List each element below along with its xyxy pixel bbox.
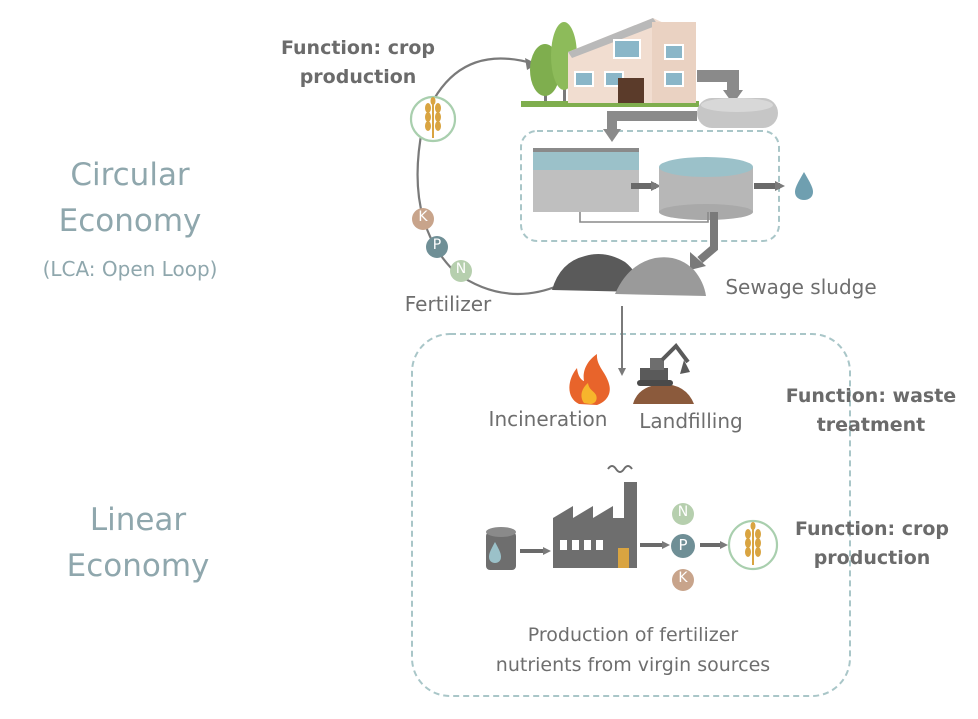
nutrient-p-label: P xyxy=(432,237,442,253)
recirculation-line xyxy=(579,212,709,223)
linear-function-line1: Function: crop xyxy=(794,518,950,540)
wheat-icon xyxy=(409,95,457,143)
treatment-plant-box xyxy=(520,130,780,242)
circular-function-line1: Function: crop xyxy=(280,37,436,59)
oil-barrel-icon xyxy=(486,527,516,570)
circular-function-label: Function: crop production xyxy=(258,34,458,92)
waste-function-label: Function: waste treatment xyxy=(770,382,972,440)
fertilizer-label: Fertilizer xyxy=(404,292,492,316)
circular-loop-arc xyxy=(416,57,564,296)
pipe-arrowhead-2 xyxy=(603,129,621,142)
linear-line1: Linear xyxy=(89,502,187,538)
nutrient-p-circle xyxy=(426,236,448,258)
linear-line2: Economy xyxy=(66,548,210,584)
nutrient-n-label: N xyxy=(455,261,467,277)
linear-nutrient-k-circle xyxy=(672,569,694,591)
sludge-pipe-arrowhead xyxy=(690,252,706,270)
tank-icon xyxy=(697,98,778,128)
tank-to-plant-pipe xyxy=(607,111,697,132)
house-icon xyxy=(568,18,696,103)
waste-treatment-box xyxy=(411,333,851,697)
fire-icon xyxy=(569,354,610,405)
house-to-tank-pipe xyxy=(697,70,739,92)
waste-function-line1: Function: waste xyxy=(785,385,957,407)
nutrient-k-label: K xyxy=(418,209,428,225)
pipe-arrowhead xyxy=(723,90,743,104)
settling-basin-icon xyxy=(533,148,639,212)
linear-economy-title: Linear Economy xyxy=(38,497,238,589)
linear-function-label: Function: crop production xyxy=(772,515,972,573)
linear-nutrient-p-label: P xyxy=(678,536,688,554)
linear-nutrient-n-label: N xyxy=(677,504,689,520)
linear-nutrient-p-circle xyxy=(671,534,695,558)
circular-function-line2: production xyxy=(299,66,417,88)
circular-subtitle: (LCA: Open Loop) xyxy=(42,257,218,281)
landfilling-label: Landfilling xyxy=(639,409,743,433)
clarifier-icon xyxy=(659,157,753,220)
factory-icon xyxy=(553,465,637,568)
linear-nutrient-k-label: K xyxy=(678,570,688,586)
incineration-label: Incineration xyxy=(488,407,608,431)
nutrient-k-circle xyxy=(412,208,434,230)
linear-wheat-icon xyxy=(727,519,779,571)
caption-line1: Production of fertilizer xyxy=(527,624,739,646)
excavator-icon xyxy=(633,342,694,404)
ground-strip xyxy=(521,101,699,107)
nutrient-n-circle xyxy=(450,260,472,282)
circular-line1: Circular xyxy=(70,157,190,193)
linear-function-line2: production xyxy=(813,547,931,569)
sludge-pile-icon xyxy=(552,254,706,296)
virgin-sources-caption: Production of fertilizer nutrients from … xyxy=(473,620,793,680)
circular-line2: Economy xyxy=(58,203,202,239)
caption-line2: nutrients from virgin sources xyxy=(495,654,771,676)
circular-economy-title: Circular Economy xyxy=(30,152,230,244)
linear-nutrient-n-circle xyxy=(672,503,694,525)
sewage-sludge-label: Sewage sludge xyxy=(725,275,877,299)
sludge-pipe xyxy=(697,212,718,264)
water-drop-icon xyxy=(795,172,813,200)
waste-function-line2: treatment xyxy=(816,414,926,436)
tree-icon xyxy=(530,22,577,104)
